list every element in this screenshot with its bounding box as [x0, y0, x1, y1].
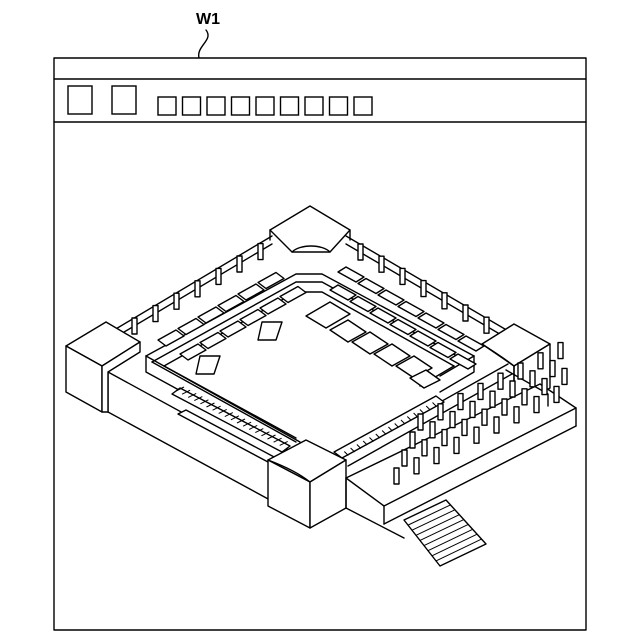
- annex-post: [538, 353, 543, 369]
- toolbar-small-button-9[interactable]: [354, 97, 372, 115]
- annex-post: [454, 437, 459, 453]
- annex-post: [482, 409, 487, 425]
- roof-post: [216, 268, 221, 284]
- roof-post: [358, 244, 363, 260]
- toolbar-small-button-3[interactable]: [207, 97, 225, 115]
- annex-post: [402, 450, 407, 466]
- roof-post: [132, 318, 137, 334]
- toolbar-small-button-4[interactable]: [232, 97, 250, 115]
- roof-post: [442, 293, 447, 309]
- annex-post: [438, 404, 443, 420]
- toolbar-small-button-5[interactable]: [256, 97, 274, 115]
- toolbar-small-button-2[interactable]: [183, 97, 201, 115]
- toolbar-small-buttons: [158, 97, 372, 115]
- annex-post: [462, 419, 467, 435]
- annex-post: [470, 401, 475, 417]
- toolbar-large-button-2[interactable]: [112, 86, 136, 114]
- roof-post: [379, 256, 384, 272]
- toolbar-small-button-6[interactable]: [281, 97, 299, 115]
- annex-post: [458, 394, 463, 410]
- annex-post: [558, 343, 563, 359]
- annex-post: [498, 373, 503, 389]
- roof-post: [258, 244, 263, 260]
- annex-post: [510, 381, 515, 397]
- roof-post: [153, 306, 158, 322]
- application-window: [54, 58, 586, 630]
- annex-post: [478, 383, 483, 399]
- annex-post: [414, 458, 419, 474]
- roof-post: [237, 256, 242, 272]
- annex-post: [474, 427, 479, 443]
- annex-post: [518, 363, 523, 379]
- toolbar-large-button-1[interactable]: [68, 86, 92, 114]
- annex-post: [410, 432, 415, 448]
- annex-post: [442, 430, 447, 446]
- roof-post: [421, 281, 426, 297]
- leader-line: [199, 30, 208, 58]
- annex-post: [490, 391, 495, 407]
- annex-post: [494, 417, 499, 433]
- toolbar-small-button-7[interactable]: [305, 97, 323, 115]
- reference-label: W1: [196, 11, 220, 28]
- toolbar-small-button-8[interactable]: [330, 97, 348, 115]
- roof-post: [195, 281, 200, 297]
- annex-post: [550, 361, 555, 377]
- annex-post: [418, 414, 423, 430]
- annex-post: [430, 422, 435, 438]
- annex-post: [554, 386, 559, 402]
- annex-post: [534, 397, 539, 413]
- annex-post: [450, 412, 455, 428]
- annex-post: [522, 389, 527, 405]
- annex-post: [514, 407, 519, 423]
- roof-post: [484, 317, 489, 333]
- annex-post: [562, 368, 567, 384]
- annex-post: [422, 440, 427, 456]
- annex-post: [394, 468, 399, 484]
- annex-post: [502, 399, 507, 415]
- roof-post: [463, 305, 468, 321]
- annex-post: [434, 448, 439, 464]
- annex-post: [530, 371, 535, 387]
- toolbar-small-button-1[interactable]: [158, 97, 176, 115]
- roof-post: [400, 268, 405, 284]
- roof-post: [174, 293, 179, 309]
- annex-post: [542, 379, 547, 395]
